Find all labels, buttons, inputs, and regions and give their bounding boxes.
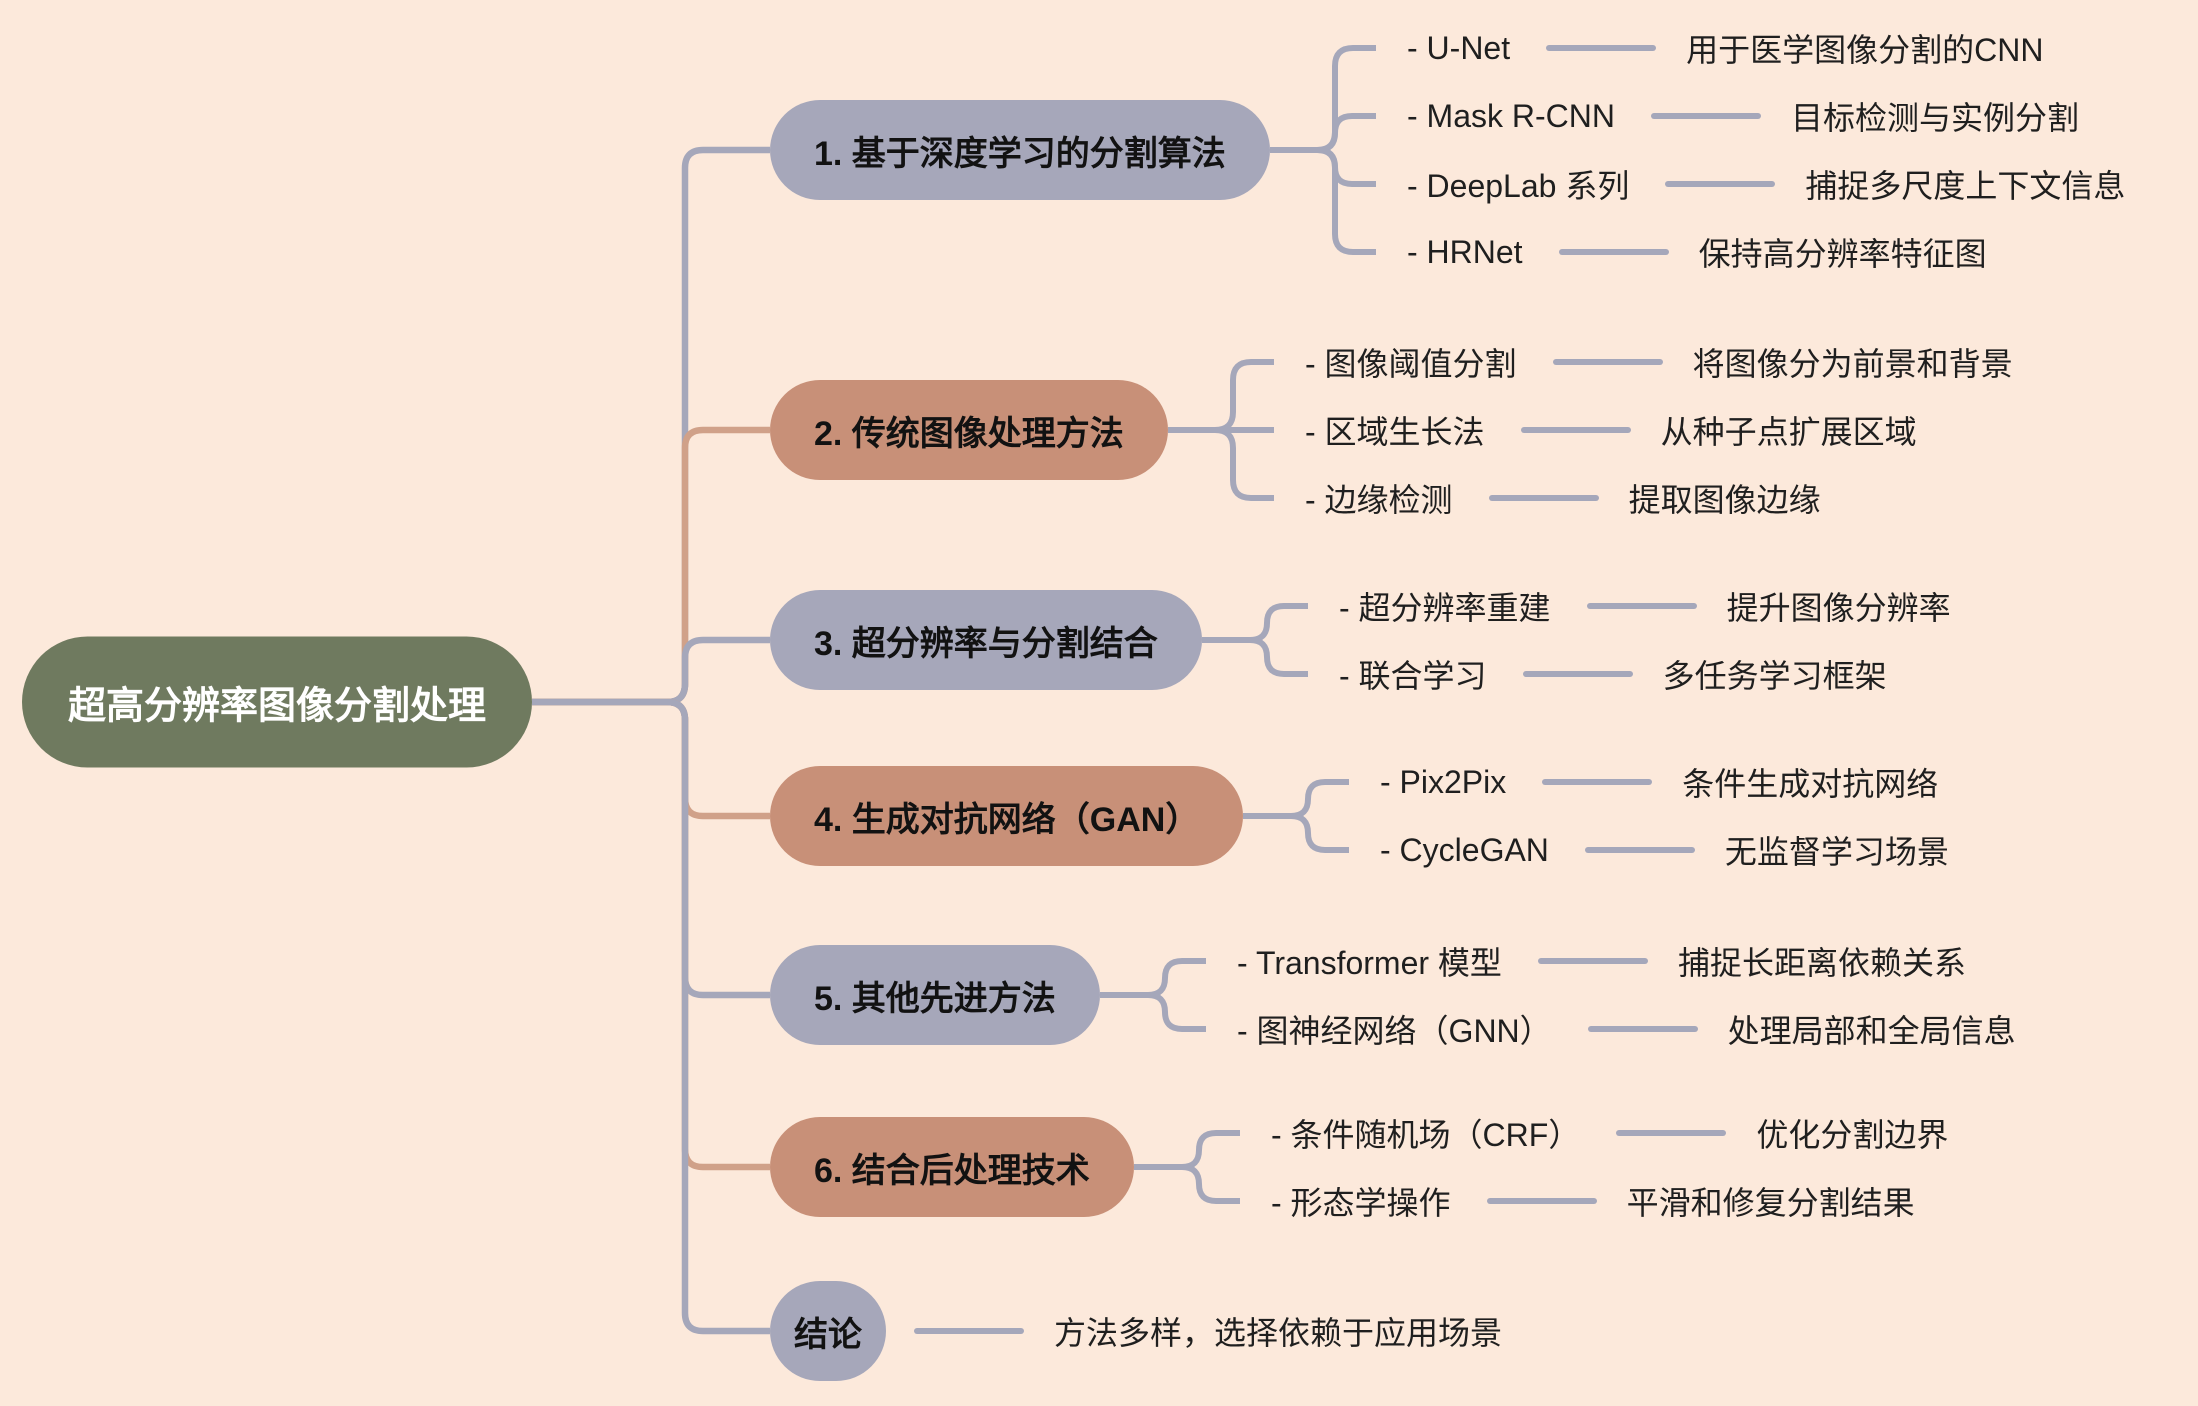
leaf-connector-line [1537, 958, 1648, 964]
connector-path [1270, 147, 1376, 187]
leaf-description[interactable]: 多任务学习框架 [1662, 658, 1887, 694]
leaf-description[interactable]: 提升图像分辨率 [1726, 590, 1951, 626]
leaf-description[interactable]: 方法多样，选择依赖于应用场景 [1054, 1315, 1503, 1351]
connector-path [1168, 359, 1274, 433]
branch-node-1[interactable]: 1. 基于深度学习的分割算法 [770, 100, 1270, 200]
leaf-connector-line [1586, 603, 1697, 609]
leaf-connector-line [1546, 45, 1657, 51]
leaf-description[interactable]: 条件生成对抗网络 [1682, 766, 1939, 802]
connector-path [532, 698, 770, 1171]
branch-node-6[interactable]: 6. 结合后处理技术 [770, 1117, 1134, 1217]
leaf-row: - 边缘检测 提取图像边缘 [1305, 475, 1821, 521]
leaf-connector-line [914, 1328, 1024, 1334]
leaf-description[interactable]: 捕捉长距离依赖关系 [1677, 945, 1966, 981]
leaf-row: - CycleGAN 无监督学习场景 [1380, 827, 1949, 873]
leaf-label[interactable]: - 边缘检测 [1305, 482, 1453, 518]
leaf-connector-line [1486, 1198, 1597, 1204]
leaf-row: - 图像阈值分割 将图像分为前景和背景 [1305, 339, 2013, 385]
leaf-connector-line [1616, 1130, 1727, 1136]
branch-node-3[interactable]: 3. 超分辨率与分割结合 [770, 590, 1202, 690]
leaf-description[interactable]: 捕捉多尺度上下文信息 [1805, 168, 2126, 204]
leaf-label[interactable]: - 图像阈值分割 [1305, 346, 1517, 382]
leaf-row: - 联合学习 多任务学习框架 [1339, 651, 1887, 697]
leaf-description[interactable]: 提取图像边缘 [1628, 482, 1821, 518]
leaf-label[interactable]: - 联合学习 [1339, 658, 1487, 694]
connector-path [532, 698, 770, 999]
connector-path [1134, 1164, 1240, 1204]
connector-path [1168, 427, 1274, 501]
connector-path [532, 698, 770, 1335]
branch-node-4[interactable]: 4. 生成对抗网络（GAN） [770, 766, 1244, 866]
leaf-label[interactable]: - Mask R-CNN [1407, 97, 1615, 134]
leaf-row: 方法多样，选择依赖于应用场景 [914, 1308, 1502, 1354]
leaf-label[interactable]: - U-Net [1407, 29, 1511, 66]
leaf-description[interactable]: 无监督学习场景 [1724, 834, 1949, 870]
leaf-description[interactable]: 目标检测与实例分割 [1790, 100, 2079, 136]
leaf-description[interactable]: 优化分割边界 [1756, 1117, 1949, 1153]
leaf-label[interactable]: - 图神经网络（GNN） [1237, 1013, 1552, 1049]
leaf-row: - DeepLab 系列 捕捉多尺度上下文信息 [1407, 161, 2125, 207]
leaf-description[interactable]: 平滑和修复分割结果 [1626, 1185, 1915, 1221]
leaf-connector-line [1584, 847, 1695, 853]
leaf-row: - Transformer 模型 捕捉长距离依赖关系 [1237, 938, 1966, 984]
leaf-row: - HRNet 保持高分辨率特征图 [1407, 229, 1987, 275]
leaf-label[interactable]: - DeepLab 系列 [1407, 168, 1630, 204]
leaf-row: - 形态学操作 平滑和修复分割结果 [1271, 1178, 1915, 1224]
branch-node-2[interactable]: 2. 传统图像处理方法 [770, 380, 1168, 480]
branch-node-7[interactable]: 结论 [770, 1281, 886, 1381]
leaf-row: - 区域生长法 从种子点扩展区域 [1305, 407, 1917, 453]
leaf-description[interactable]: 保持高分辨率特征图 [1698, 236, 1987, 272]
connector-path [532, 636, 770, 706]
leaf-label[interactable]: - Transformer 模型 [1237, 945, 1502, 981]
leaf-label[interactable]: - 区域生长法 [1305, 414, 1485, 450]
leaf-description[interactable]: 将图像分为前景和背景 [1692, 346, 2013, 382]
leaf-connector-line [1552, 359, 1663, 365]
connector-path [1100, 992, 1206, 1032]
leaf-description[interactable]: 从种子点扩展区域 [1660, 414, 1917, 450]
connector-path [1270, 113, 1376, 153]
leaf-row: - U-Net 用于医学图像分割的CNN [1407, 25, 2043, 71]
leaf-label[interactable]: - CycleGAN [1380, 831, 1549, 868]
leaf-connector-line [1650, 113, 1761, 119]
leaf-connector-line [1558, 249, 1669, 255]
leaf-connector-line [1520, 427, 1631, 433]
connector-path [1100, 958, 1206, 998]
leaf-label[interactable]: - 条件随机场（CRF） [1271, 1117, 1581, 1153]
leaf-description[interactable]: 处理局部和全局信息 [1727, 1013, 2016, 1049]
connector-path [532, 426, 770, 706]
leaf-label[interactable]: - 超分辨率重建 [1339, 590, 1551, 626]
root-node[interactable]: 超高分辨率图像分割处理 [22, 636, 533, 768]
leaf-connector-line [1488, 495, 1599, 501]
leaf-connector-line [1587, 1026, 1698, 1032]
leaf-row: - 超分辨率重建 提升图像分辨率 [1339, 583, 1951, 629]
connector-path [1202, 637, 1308, 677]
leaf-row: - 条件随机场（CRF） 优化分割边界 [1271, 1110, 1948, 1156]
leaf-row: - Mask R-CNN 目标检测与实例分割 [1407, 93, 2079, 139]
connector-path [1243, 813, 1349, 853]
leaf-label[interactable]: - 形态学操作 [1271, 1185, 1451, 1221]
connector-path [1243, 779, 1349, 819]
leaf-label[interactable]: - Pix2Pix [1380, 763, 1507, 800]
branch-node-5[interactable]: 5. 其他先进方法 [770, 945, 1100, 1045]
connector-path [532, 146, 770, 706]
leaf-row: - 图神经网络（GNN） 处理局部和全局信息 [1237, 1006, 2016, 1052]
connector-path [1134, 1130, 1240, 1170]
leaf-label[interactable]: - HRNet [1407, 233, 1523, 270]
connector-path [1270, 45, 1376, 153]
leaf-description[interactable]: 用于医学图像分割的CNN [1686, 32, 2044, 68]
connector-path [1202, 603, 1308, 643]
leaf-connector-line [1542, 779, 1653, 785]
leaf-connector-line [1522, 671, 1633, 677]
leaf-row: - Pix2Pix 条件生成对抗网络 [1380, 759, 1938, 805]
leaf-connector-line [1665, 181, 1776, 187]
connector-path [532, 698, 770, 820]
connector-path [1270, 147, 1376, 255]
